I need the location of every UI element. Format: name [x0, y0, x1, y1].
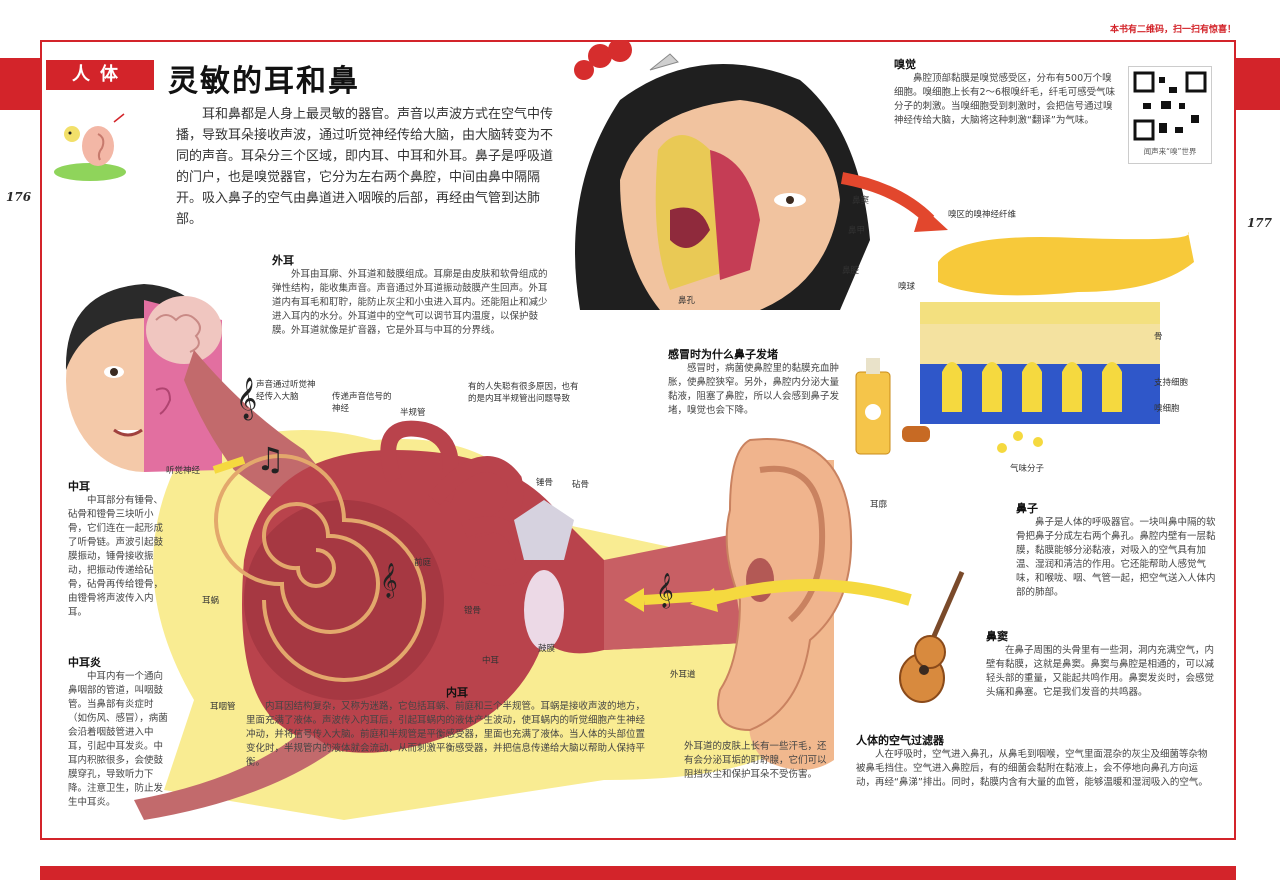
middle-ear-text: 中耳部分有锤骨、砧骨和镫骨三块听小骨，它们连在一起形成了听骨链。声波引起鼓膜振动… — [68, 495, 164, 618]
label-eardrum: 鼓膜 — [538, 644, 556, 654]
label-eustachian: 耳咽管 — [210, 702, 236, 712]
svg-text:𝄞: 𝄞 — [380, 563, 398, 599]
label-odor-molecule: 气味分子 — [1010, 464, 1045, 474]
label-sinus: 鼻窦 — [852, 196, 870, 206]
filter-heading: 人体的空气过滤器 — [856, 734, 944, 747]
smell-text: 鼻腔顶部黏膜是嗅觉感受区，分布有500万个嗅细胞。嗅细胞上长有2～6根嗅纤毛，纤… — [894, 73, 1116, 126]
label-semicircular: 半规管 — [400, 408, 426, 418]
svg-text:♫: ♫ — [256, 440, 285, 478]
intro-paragraph: 耳和鼻都是人身上最灵敏的器官。声音以声波方式在空气中传播，导致耳朵接收声波，通过… — [176, 107, 554, 227]
label-vestibule: 前庭 — [414, 558, 432, 568]
right-color-band — [1236, 58, 1280, 110]
label-nerve-pathway: 嗅区的嗅神经纤维 — [948, 210, 1017, 220]
top-note: 本书有二维码，扫一扫有惊喜！ — [1109, 25, 1236, 35]
svg-text:𝄞: 𝄞 — [236, 377, 257, 420]
qr-pattern-icon — [1133, 71, 1207, 141]
sinus-heading: 鼻窦 — [986, 630, 1008, 643]
label-deaf-note: 有的人失聪有很多原因，也有的是内耳半规管出问题导致 — [468, 382, 579, 404]
page-frame — [40, 40, 1236, 840]
category-tab: 人体 — [44, 58, 156, 92]
page-number-right: 177 — [1246, 216, 1272, 230]
label-nasal-cavity: 鼻腔 — [842, 266, 860, 276]
label-turbinate: 鼻甲 — [848, 226, 866, 236]
inner-ear-heading: 内耳 — [446, 686, 468, 699]
filter-text: 人在呼吸时，空气进入鼻孔，从鼻毛到咽喉，空气里面混杂的灰尘及细菌等杂物被鼻毛挡住… — [856, 749, 1208, 788]
page-number-left: 176 — [6, 190, 32, 204]
outer-ear-text: 外耳由耳廓、外耳道和鼓膜组成。耳廓是由皮肤和软骨组成的弹性结构，能收集声音。声音… — [272, 269, 548, 336]
qr-caption: 闻声来“嗅”世界 — [1143, 147, 1197, 156]
guitar-icon — [899, 571, 965, 703]
left-color-band — [0, 58, 40, 110]
cold-heading: 感冒时为什么鼻子发堵 — [668, 348, 778, 361]
page-title: 灵敏的耳和鼻 — [168, 64, 360, 99]
label-stapes: 镫骨 — [464, 606, 482, 616]
otitis-text: 中耳内有一个通向鼻咽部的管道，叫咽鼓管。当鼻部有炎症时（如伤风、感冒），病菌会沿… — [68, 671, 168, 808]
nose-cross-section-illustration — [574, 40, 870, 310]
middle-ear-heading: 中耳 — [68, 480, 90, 493]
label-outer-canal: 外耳道 — [670, 670, 696, 680]
bottom-color-band — [40, 866, 1236, 880]
perfume-bottle-icon — [855, 358, 930, 455]
label-olfactory-bulb: 嗅球 — [898, 282, 916, 292]
label-auditory-nerve: 听觉神经 — [166, 466, 201, 476]
label-support-cell: 支持细胞 — [1154, 378, 1189, 388]
pointer-arrow — [840, 172, 948, 232]
mascot-ear-icon — [54, 113, 126, 181]
outer-ear-heading: 外耳 — [272, 254, 294, 267]
label-incus: 砧骨 — [572, 480, 590, 490]
nose-text: 鼻子是人体的呼吸器官。一块叫鼻中隔的软骨把鼻子分成左右两个鼻孔。鼻腔内壁有一层黏… — [1016, 517, 1216, 598]
label-nostril: 鼻孔 — [678, 296, 696, 306]
label-olfactory-cell: 嗅细胞 — [1154, 404, 1180, 414]
label-bone: 骨 — [1154, 332, 1163, 342]
label-middle: 中耳 — [482, 656, 500, 666]
svg-text:𝄞: 𝄞 — [656, 573, 674, 609]
olfactory-cells-diagram — [920, 232, 1194, 453]
sound-arrow — [690, 579, 912, 612]
inner-ear-text: 内耳因结构复杂，又称为迷路，它包括耳蜗、前庭和三个半规管。耳蜗是接收声波的地方，… — [246, 701, 646, 768]
nose-heading: 鼻子 — [1016, 502, 1038, 515]
hair-note: 外耳道的皮肤上长有一些汗毛，还有会分泌耳垢的耵聍腺，它们可以阻挡灰尘和保护耳朵不… — [684, 741, 827, 780]
otitis-heading: 中耳炎 — [68, 656, 101, 669]
label-nerve: 传递声音信号的神经 — [332, 392, 392, 414]
label-cochlea: 耳蜗 — [202, 596, 220, 606]
label-pinna: 耳廓 — [870, 500, 888, 510]
label-sound-to-ear: 声音通过听觉神经传入大脑 — [256, 380, 316, 402]
smell-heading: 嗅觉 — [894, 58, 916, 71]
qr-code[interactable] — [1128, 66, 1212, 164]
cold-text: 感冒时，病菌使鼻腔里的黏膜充血肿胀，使鼻腔狭窄。另外，鼻腔内分泌大量黏液，阻塞了… — [668, 363, 840, 416]
sinus-text: 在鼻子周围的头骨里有一些洞，洞内充满空气，内壁有黏膜，这就是鼻窦。鼻窦与鼻腔是相… — [986, 645, 1215, 698]
label-malleus: 锤骨 — [536, 478, 554, 488]
